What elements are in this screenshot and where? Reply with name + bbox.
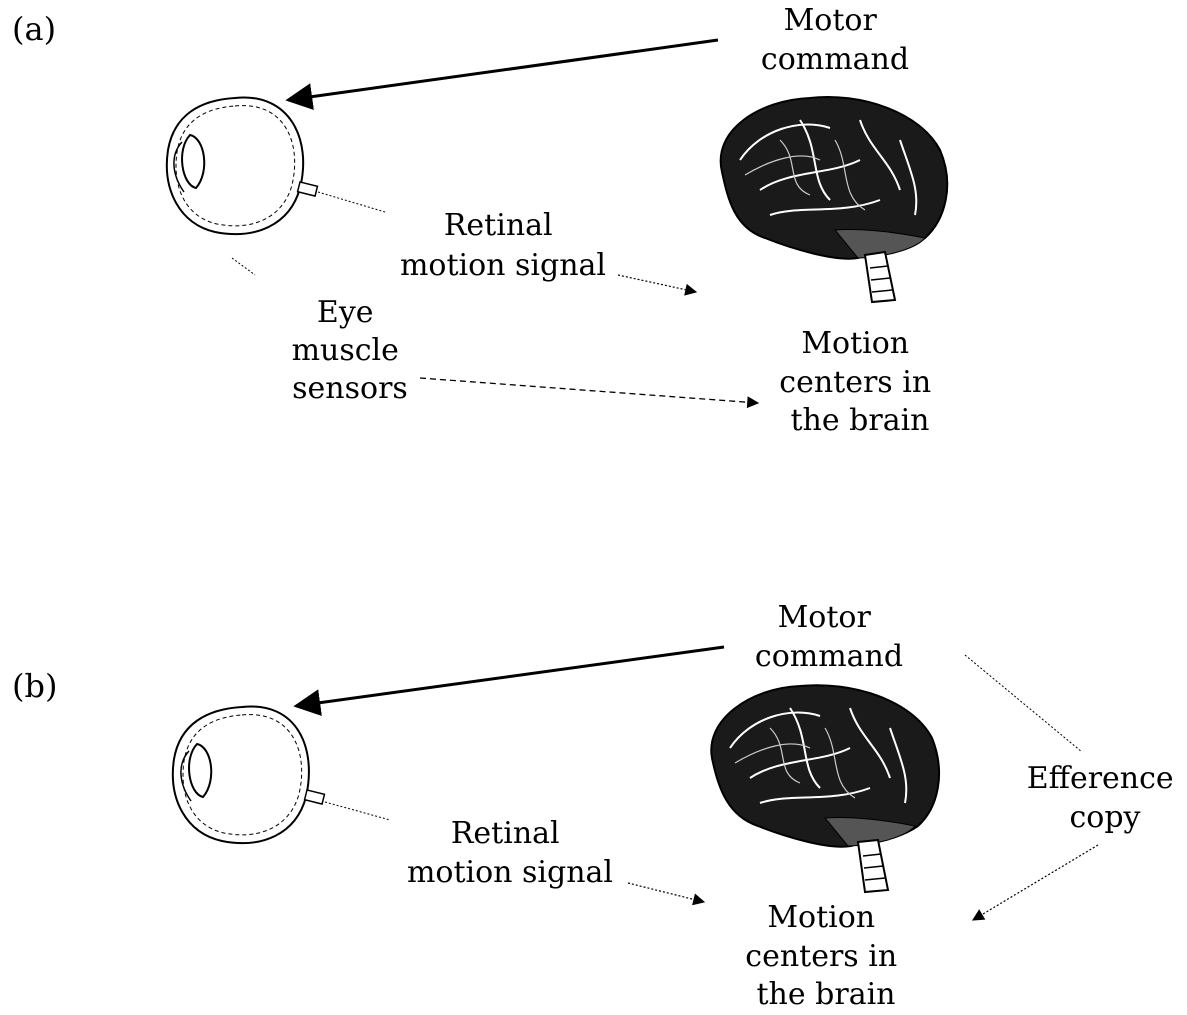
muscle-sensor-arrow-a	[419, 377, 760, 409]
retinal-signal-label-b: Retinal motion signal	[407, 816, 613, 890]
eye-muscle-label-a: Eye muscle sensors	[292, 295, 409, 406]
panel-a-tag: (a)	[12, 10, 56, 48]
motor-command-arrow-b	[293, 645, 725, 717]
retinal-leader-b	[324, 801, 391, 821]
retinal-signal-arrow-b	[627, 882, 706, 906]
motor-command-label-a: Motor command	[761, 3, 909, 77]
panel-a: (a) Motor command Ret	[12, 3, 949, 438]
motion-centers-label-b: Motion centers in the brain	[745, 900, 906, 1012]
efference-leader-b	[964, 654, 1083, 753]
panel-b: (b) Motor command Ret	[12, 600, 1184, 1012]
motor-command-arrow-a	[285, 38, 719, 111]
efference-copy-label-b: Efference copy	[1027, 761, 1184, 835]
efference-copy-arrow-b	[971, 844, 1099, 921]
muscle-leader-a	[231, 257, 256, 276]
motor-command-label-b: Motor command	[755, 600, 903, 674]
retinal-leader-a	[317, 191, 386, 213]
retinal-signal-label-a: Retinal motion signal	[400, 208, 606, 283]
retinal-signal-arrow-a	[617, 274, 698, 296]
motion-centers-label-a: Motion centers in the brain	[779, 326, 940, 438]
brain-icon	[719, 96, 949, 304]
eyeball-icon	[171, 705, 326, 845]
panel-b-tag: (b)	[12, 667, 57, 705]
eyeball-icon	[165, 96, 319, 236]
brain-icon	[710, 684, 941, 894]
